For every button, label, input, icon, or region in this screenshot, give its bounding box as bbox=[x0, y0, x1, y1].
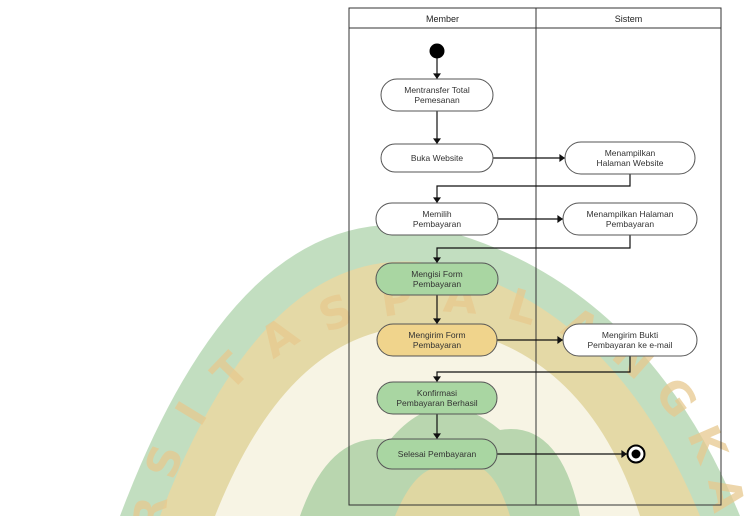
activity-label: Buka Website bbox=[411, 153, 464, 163]
activity-box bbox=[564, 141, 696, 175]
activity-box bbox=[562, 202, 698, 236]
activity-box bbox=[375, 262, 499, 296]
arrowhead bbox=[433, 433, 441, 439]
edge-a5-a6 bbox=[436, 235, 631, 263]
arrowhead bbox=[557, 336, 563, 344]
activity-label: Mengisi Form bbox=[411, 269, 462, 279]
activity-box bbox=[380, 143, 494, 173]
activity-label: Menampilkan Halaman bbox=[587, 209, 674, 219]
activity-label: Pembayaran Berhasil bbox=[396, 398, 477, 408]
activity-box bbox=[380, 78, 494, 112]
end-node-inner bbox=[631, 449, 641, 459]
start-node bbox=[429, 43, 445, 59]
arrowhead bbox=[433, 257, 441, 263]
watermark-letter: A bbox=[697, 473, 746, 516]
arrowhead bbox=[559, 154, 565, 162]
arrowhead bbox=[433, 376, 441, 382]
activity-label: Konfirmasi bbox=[417, 388, 457, 398]
activity-label: Mentransfer Total bbox=[404, 85, 470, 95]
activity-label: Pembayaran bbox=[413, 279, 461, 289]
activity-label: Mengirim Form bbox=[408, 330, 465, 340]
arrowhead bbox=[557, 215, 563, 223]
activity-box bbox=[562, 323, 698, 357]
activity-label: Menampilkan bbox=[605, 148, 656, 158]
arrowhead bbox=[433, 197, 441, 203]
lane-title-member: Member bbox=[426, 14, 459, 24]
edge-a3-a4 bbox=[436, 174, 631, 203]
activity-label: Pembayaran bbox=[606, 219, 654, 229]
activity-label: Pembayaran bbox=[413, 340, 461, 350]
arrowhead bbox=[621, 450, 627, 458]
activity-box bbox=[376, 438, 498, 470]
swimlane-border bbox=[348, 7, 722, 506]
lane-title-sistem: Sistem bbox=[615, 14, 643, 24]
activity-a2: Buka Website bbox=[380, 143, 494, 173]
activity-label: Mengirim Bukti bbox=[602, 330, 658, 340]
activity-a10: Selesai Pembayaran bbox=[376, 438, 498, 470]
arrowhead bbox=[433, 318, 441, 324]
activity-box bbox=[375, 202, 499, 236]
activity-label: Selesai Pembayaran bbox=[398, 449, 477, 459]
activity-box bbox=[376, 323, 498, 357]
activity-label: Halaman Website bbox=[597, 158, 664, 168]
activity-label: Pemesanan bbox=[414, 95, 460, 105]
arrowhead bbox=[433, 138, 441, 144]
watermark-letter: R bbox=[124, 494, 178, 516]
activity-box bbox=[376, 381, 498, 415]
activity-label: Pembayaran bbox=[413, 219, 461, 229]
arrowhead bbox=[433, 73, 441, 79]
flow-arrowheads bbox=[433, 73, 627, 458]
activity-label: Memilih bbox=[422, 209, 452, 219]
watermark-emblem-core bbox=[395, 465, 510, 516]
edge-a8-a9 bbox=[436, 356, 631, 382]
activity-label: Pembayaran ke e-mail bbox=[587, 340, 672, 350]
watermark-group: RSITASPALANGKA bbox=[120, 224, 746, 516]
swimlane-frame: Member Sistem bbox=[348, 7, 722, 506]
